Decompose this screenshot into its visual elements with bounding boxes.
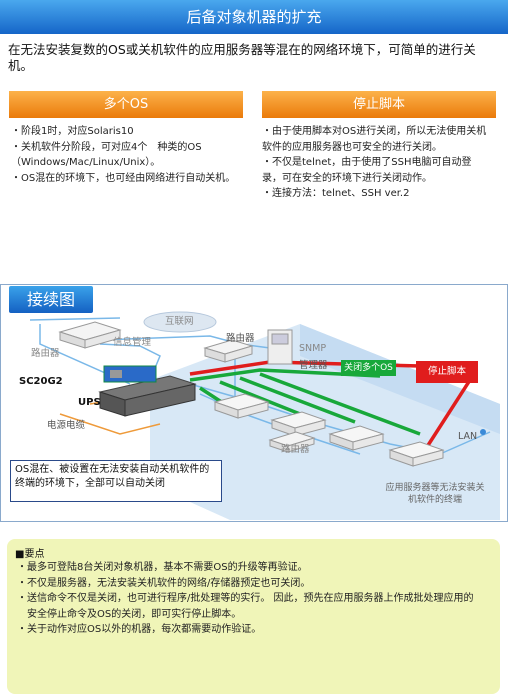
key-points-box: ■要点 ・最多可登陆8台关闭对象机器，基本不需要OS的升级等再验证。 ・不仅是服… (7, 539, 500, 694)
list-item: ・阶段1时，对应Solaris10 (11, 126, 134, 137)
list-item: 软件的应用服务器也可安全的进行关闭。 (262, 141, 442, 153)
router-top-label: 路由器 (226, 333, 255, 344)
list-item: ・由于使用脚本对OS进行关闭，所以无法使用关机 (262, 126, 487, 137)
list-item: （Windows/Mac/Linux/Unix）。 (11, 157, 161, 168)
internet-label: 互联网 (165, 316, 194, 327)
router-left-label: 路由器 (31, 348, 60, 359)
list-item: ・送信命令不仅是关闭，也可进行程序/批处理等的实行。 因此，预先在应用服务器上作… (17, 593, 474, 604)
multi-os-list: ・阶段1时，对应Solaris10 ・关机软件分阶段，可对应4个 种类的OS （… (11, 124, 247, 186)
list-item: 录，可在安全的环境下进行关闭动作。 (262, 172, 432, 184)
list-item: ・最多可登陆8台关闭对象机器，基本不需要OS的升级等再验证。 (17, 562, 308, 573)
multi-os-shutdown-tag: 关闭多个OS (341, 360, 396, 376)
list-item: ・关于动作对应OS以外的机器，每次都需要动作验证。 (17, 624, 262, 635)
key-points-list: ・最多可登陆8台关闭对象机器，基本不需要OS的升级等再验证。 ・不仅是服务器，无… (17, 560, 495, 638)
page-title: 后备对象机器的扩充 (0, 0, 508, 34)
model-label: SC20G2 (19, 376, 63, 387)
intro-text: 在无法安装复数的OS或关机软件的应用服务器等混在的网络环境下，可简单的进行关机。 (8, 42, 476, 73)
snmp-manager-label: 管理器 (299, 360, 328, 371)
stop-script-list: ・由于使用脚本对OS进行关闭，所以无法使用关机 软件的应用服务器也可安全的进行关… (262, 124, 502, 202)
router-bottom-label: 路由器 (281, 444, 310, 455)
stop-script-tag: 停止脚本 (416, 361, 478, 383)
power-cable-label: 电源电缆 (47, 420, 86, 431)
list-item: ・连接方法：telnet、SSH ver.2 (262, 188, 410, 199)
stop-script-heading: 停止脚本 (262, 91, 496, 118)
terminal-label: 应用服务器等无法安装关机软件的终端 (385, 483, 485, 505)
list-item: ・关机软件分阶段，可对应4个 种类的OS (11, 141, 202, 153)
lan-label: LAN (458, 431, 478, 442)
list-item: 安全停止命令及OS的关闭，即可实行停止脚本。 (17, 608, 242, 620)
ups-label: UPS (78, 397, 101, 408)
key-points-title: ■要点 (15, 549, 45, 560)
multi-os-heading: 多个OS (9, 91, 243, 118)
list-item: ・OS混在的环境下，也可经由网络进行自动关机。 (11, 172, 236, 184)
diagram-callout: OS混在、被设置在无法安装自动关机软件的终端的环境下，全部可以自动关闭 (10, 460, 222, 502)
info-mgmt-label: 信息管理 (113, 337, 152, 348)
list-item: ・不仅是telnet，由于使用了SSH电脑可自动登 (262, 157, 472, 168)
diagram-tab-title: 接续图 (9, 286, 93, 313)
snmp-label: SNMP (299, 343, 327, 354)
list-item: ・不仅是服务器，无法安装关机软件的网络/存储器预定也可关闭。 (17, 577, 311, 589)
